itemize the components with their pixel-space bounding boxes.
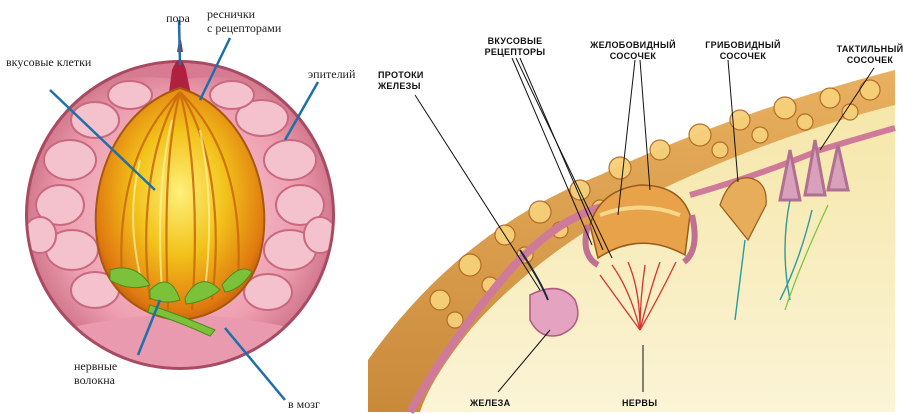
label-taste-cells: вкусовые клетки <box>6 56 91 69</box>
label-cilia-2: с рецепторами <box>207 22 281 35</box>
label-epithelium: эпителий <box>308 68 355 81</box>
label-taste-receptors-2: РЕЦЕПТОРЫ <box>470 47 560 57</box>
label-fungiform-2: СОСОЧЕК <box>693 51 793 61</box>
tongue-section <box>368 58 895 412</box>
label-tactile-2: СОСОЧЕК <box>826 55 914 65</box>
label-vallate-2: СОСОЧЕК <box>578 51 688 61</box>
label-cilia-1: реснички <box>207 8 255 21</box>
label-tactile-1: ТАКТИЛЬНЫЙ <box>826 44 914 54</box>
label-to-brain: в мозг <box>288 398 320 411</box>
label-vallate-1: ЖЕЛОБОВИДНЫЙ <box>578 40 688 50</box>
label-ducts-1: ПРОТОКИ <box>378 70 424 80</box>
label-nerves: НЕРВЫ <box>622 398 657 408</box>
label-fungiform-1: ГРИБОВИДНЫЙ <box>693 40 793 50</box>
label-ducts-2: ЖЕЛЕЗЫ <box>378 81 421 91</box>
label-taste-receptors-1: ВКУСОВЫЕ <box>470 36 560 46</box>
taste-bud-circle <box>24 40 336 380</box>
label-nerve-fibers-2: волокна <box>74 374 115 387</box>
label-pore: пора <box>152 12 204 25</box>
label-nerve-fibers-1: нервные <box>74 360 117 373</box>
label-gland: ЖЕЛЕЗА <box>470 398 510 408</box>
